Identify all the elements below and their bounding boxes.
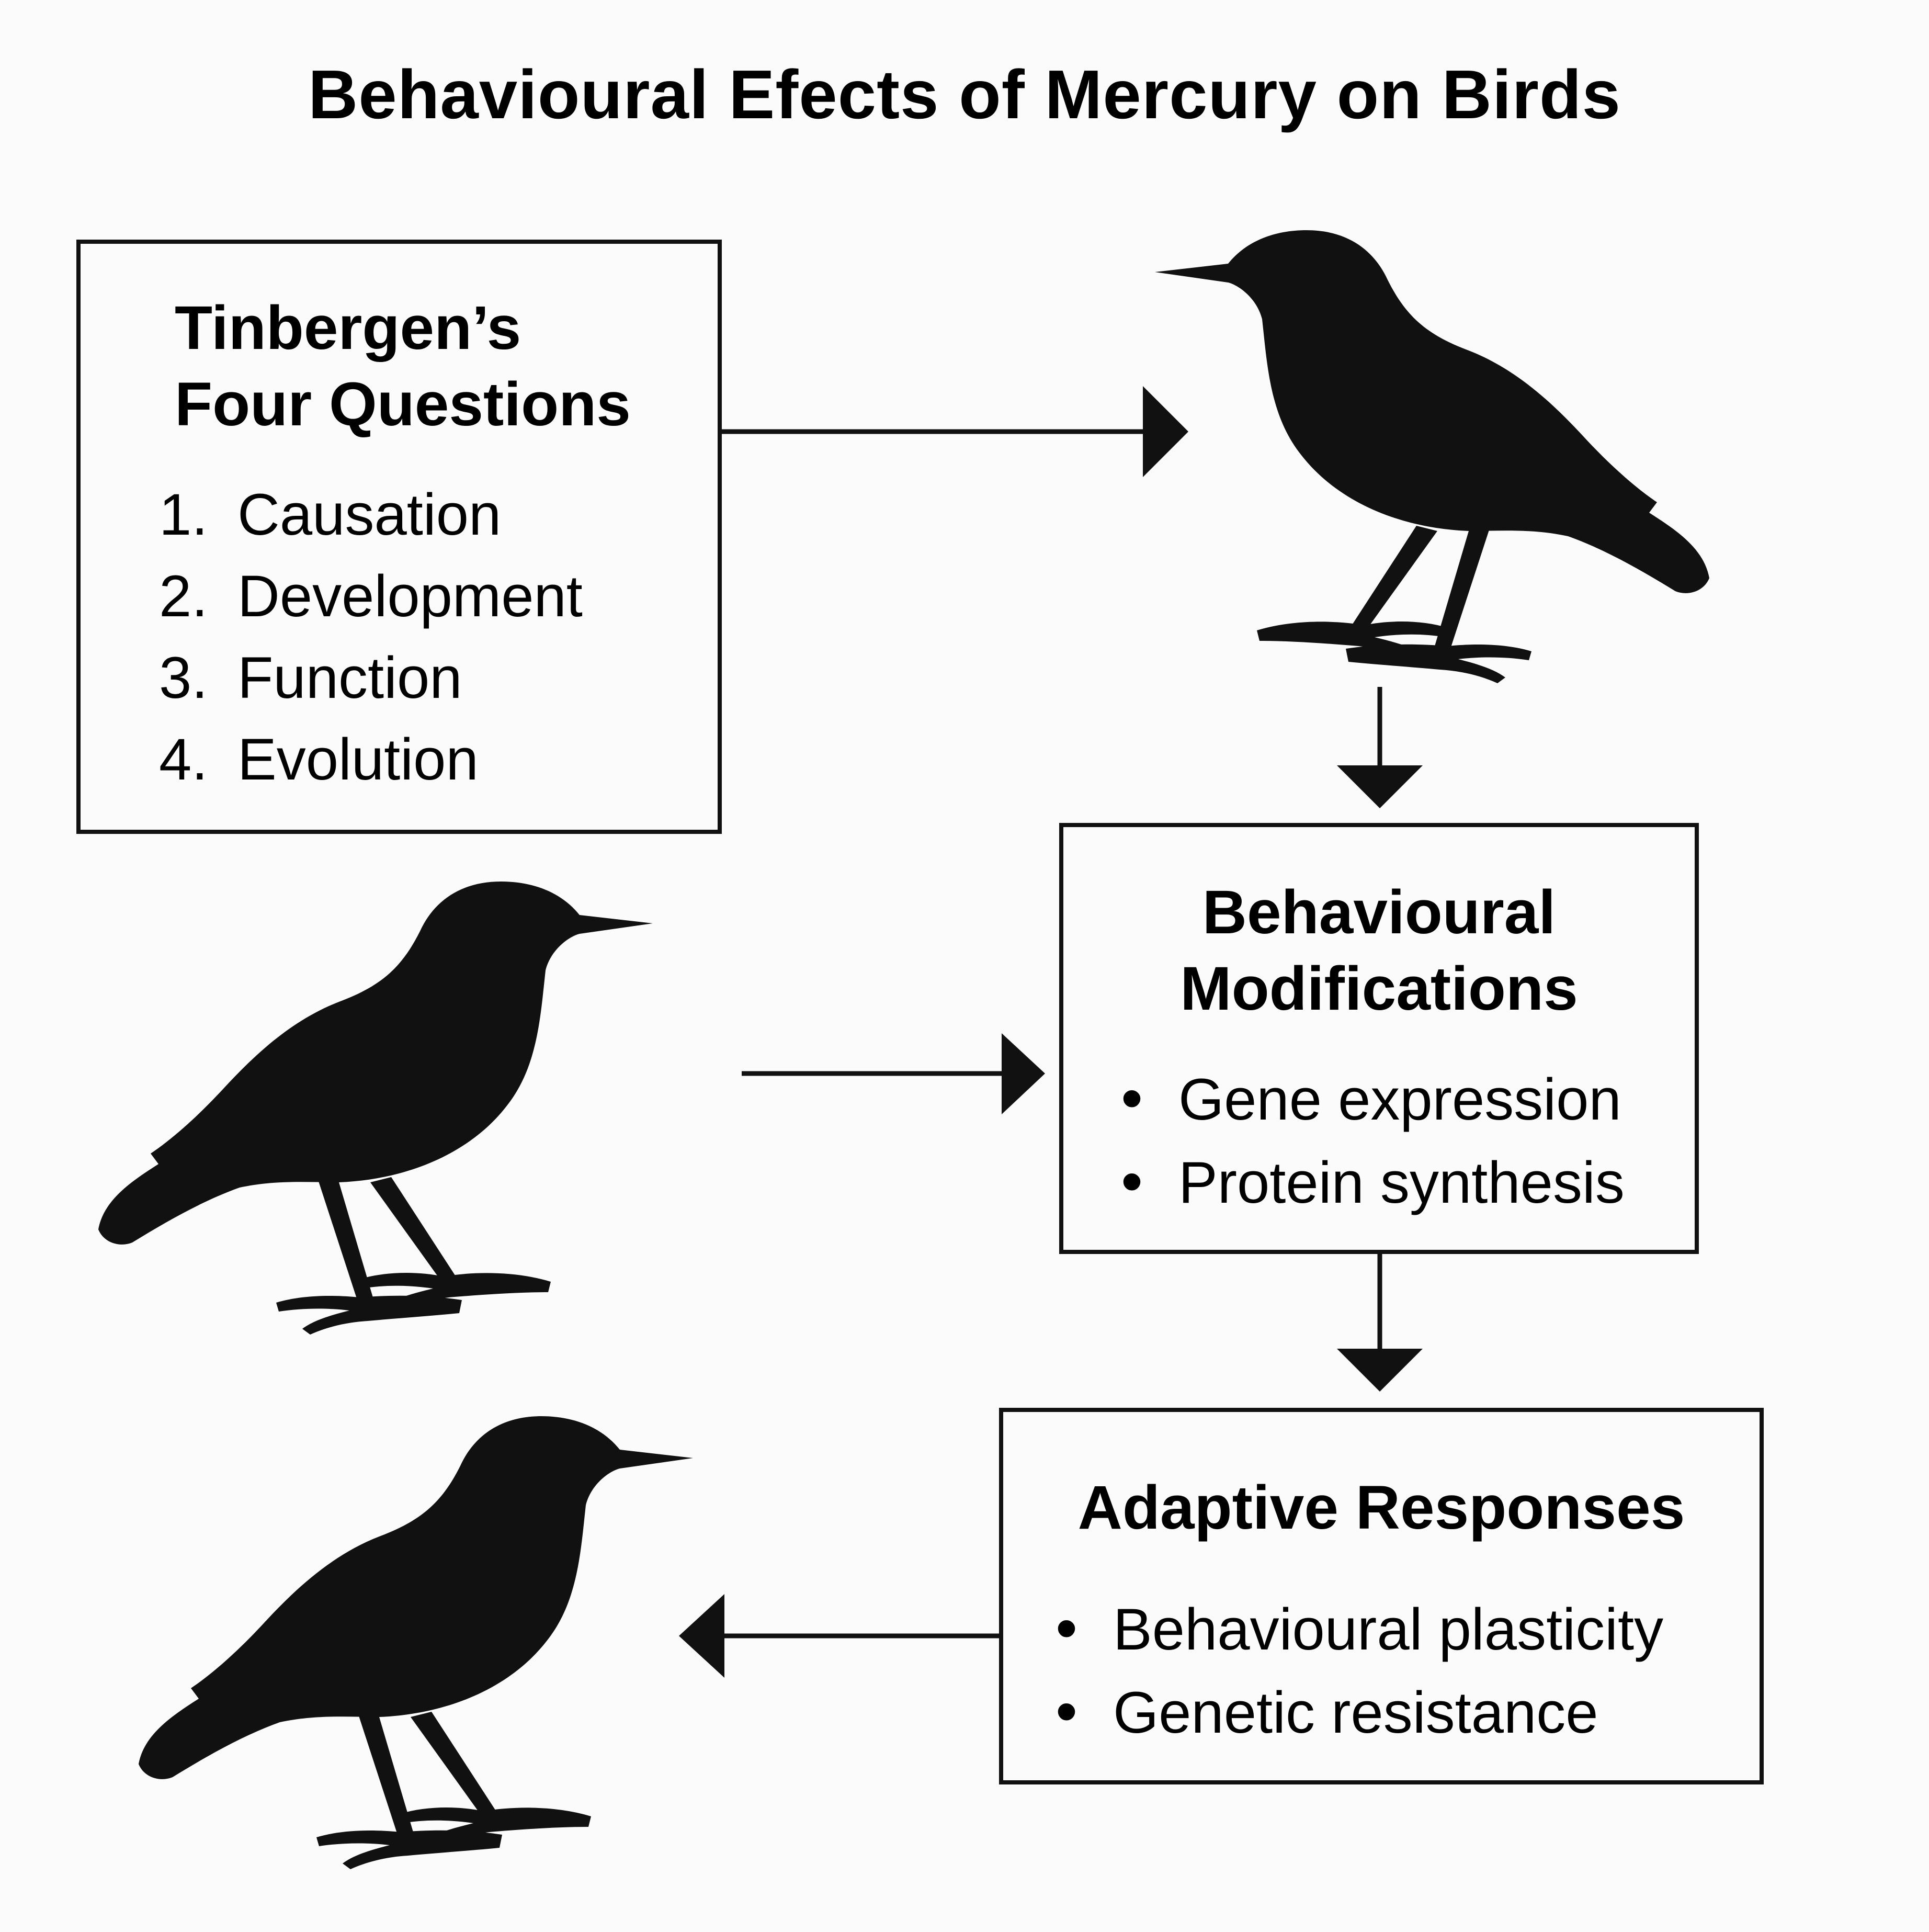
list-item-number: 4. — [159, 727, 208, 792]
list-item: 1. Causation — [159, 474, 583, 556]
list-item-label: Development — [237, 563, 583, 629]
adaptive-title: Adaptive Responses — [1077, 1473, 1685, 1542]
bird-silhouette-icon — [98, 882, 653, 1335]
list-item: • Genetic resistance — [1056, 1670, 1663, 1754]
list-item-label: Behavioural plasticity — [1113, 1597, 1664, 1662]
list-item-label: Function — [237, 645, 462, 710]
list-item-number: 1. — [159, 482, 208, 547]
bullet-icon: • — [1056, 1676, 1078, 1746]
tinbergen-box: Tinbergen’s Four Questions 1. Causation … — [76, 240, 722, 834]
bird-silhouette-icon — [1155, 230, 1709, 683]
arrow-icon — [679, 1594, 999, 1678]
list-item: • Gene expression — [1121, 1057, 1625, 1140]
arrow-icon — [1337, 687, 1423, 808]
bird-silhouette-icon — [139, 1416, 693, 1869]
list-item-label: Evolution — [237, 727, 479, 792]
tinbergen-title-line2: Four Questions — [175, 370, 631, 439]
arrow-icon — [1337, 1254, 1423, 1392]
list-item-number: 3. — [159, 645, 208, 710]
list-item: 3. Function — [159, 637, 583, 719]
list-item: 4. Evolution — [159, 719, 583, 800]
list-item-label: Causation — [237, 482, 502, 547]
list-item: • Protein synthesis — [1121, 1140, 1625, 1224]
list-item: • Behavioural plasticity — [1056, 1587, 1663, 1670]
adaptive-list: • Behavioural plasticity • Genetic resis… — [1056, 1587, 1663, 1754]
list-item-label: Protein synthesis — [1178, 1150, 1625, 1215]
tinbergen-title-line1: Tinbergen’s — [175, 293, 521, 363]
adaptive-responses-box: Adaptive Responses • Behavioural plastic… — [999, 1408, 1764, 1784]
arrow-icon — [742, 1033, 1045, 1114]
list-item-label: Genetic resistance — [1113, 1680, 1598, 1745]
diagram-title: Behavioural Efects of Mercury on Birds — [308, 56, 1621, 133]
modifications-title-line1: Behavioural — [1202, 878, 1556, 947]
modifications-list: • Gene expression • Protein synthesis — [1121, 1057, 1625, 1224]
list-item-number: 2. — [159, 563, 208, 629]
behavioural-modifications-box: Behavioural Modifications • Gene express… — [1059, 823, 1699, 1254]
bullet-icon: • — [1121, 1063, 1143, 1133]
arrow-icon — [722, 386, 1188, 477]
bullet-icon: • — [1056, 1593, 1078, 1663]
list-item-label: Gene expression — [1178, 1067, 1621, 1132]
list-item: 2. Development — [159, 556, 583, 637]
tinbergen-question-list: 1. Causation 2. Development 3. Function … — [159, 474, 583, 800]
modifications-title-line2: Modifications — [1180, 954, 1578, 1023]
bullet-icon: • — [1121, 1146, 1143, 1216]
